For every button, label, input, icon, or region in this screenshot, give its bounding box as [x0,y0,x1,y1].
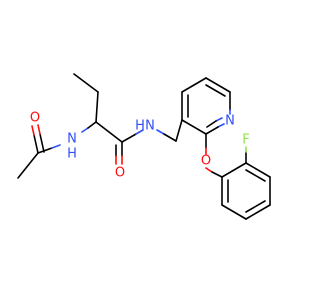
molecule-structure: O N H O N H N O F [17,73,271,220]
bond-ph-c6-c1 [221,162,247,178]
bond-ether-ph-b [211,171,223,178]
bond-py-c5-c6 [205,77,231,93]
bond-alpha-ch2 [95,91,99,123]
bond-n2-ch2a [156,129,165,135]
bond-py-c4-c5 [181,77,207,93]
bond-ph-c3-c4 [245,204,271,220]
bond-py-n-c2a-inner [215,117,223,122]
atom-h-acetamido: H [67,147,77,162]
bond-ph-c3-c4-inner [245,200,266,213]
bond-amideC-n2b [135,129,144,135]
bond-ether-ph-a [205,167,213,173]
bond-acetyl-co-2b [37,124,41,135]
bond-carbonyl-n1 [37,147,53,154]
bond-carbonyl-n1b [51,144,61,149]
bond-alpha-amideC [95,121,123,143]
atom-n-acetamido: N [67,132,77,147]
bond-acetyl-co-1 [33,134,39,154]
atom-o-ether: O [201,154,211,169]
atom-h-amide: H [135,119,145,134]
molecule-canvas: O N H O N H N O F [17,73,271,220]
bond-py-n-c2a [217,123,225,128]
atom-f-fluoro: F [242,133,249,148]
atom-n-amide: N [145,119,155,134]
bond-amideC-n2 [121,133,137,143]
bond-n1-alpha-b [87,121,97,129]
bond-n1-alpha-a [81,127,89,133]
bond-acetyl-co-1b [31,125,35,136]
bond-acetyl-co-2 [39,133,45,153]
bond-py-n-c2b-inner [206,120,217,128]
bond-ph-c5-c6 [245,162,271,178]
bond-ch2-pyridine [175,119,183,142]
atom-o-acetyl: O [30,111,40,126]
bond-methyl-carbonyl [17,152,39,179]
bond-n2-ch2b [163,133,177,142]
bond-ch2-ch3 [73,73,99,93]
bond-py-n-c2b [205,126,219,135]
bond-ph-c2-c3 [221,204,247,220]
atom-o-amide: O [115,166,125,181]
atom-n-pyridine: N [225,114,235,129]
bond-ph-c5-c6-inner [245,169,266,182]
bond-py-c2-c3 [181,119,207,135]
bond-py-c5-c6-inner [205,84,226,97]
